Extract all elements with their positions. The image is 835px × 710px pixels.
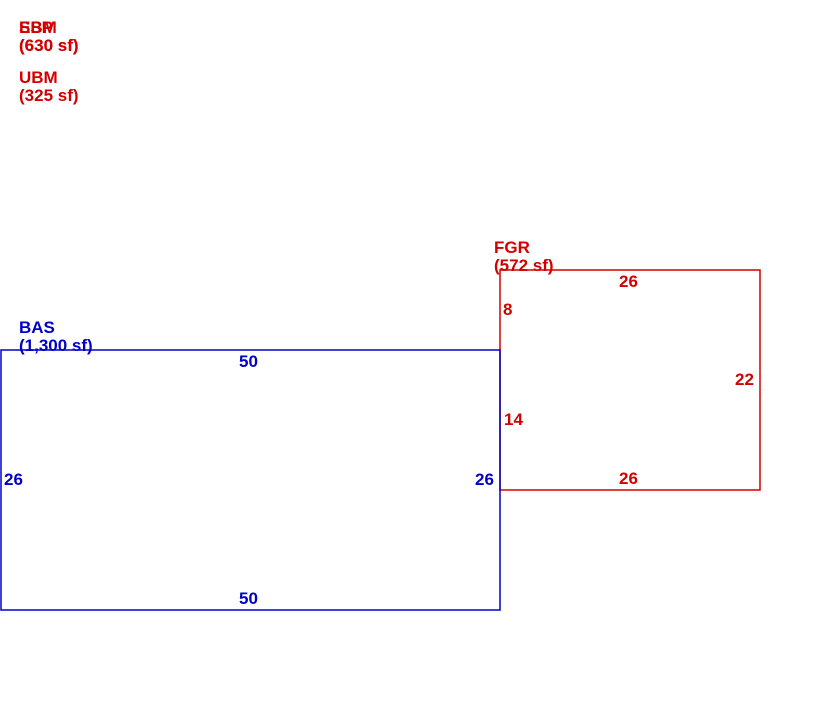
ebm-code: EBM	[19, 18, 57, 37]
fgr-label: FGR (572 sf)	[494, 239, 554, 275]
bas-code: BAS	[19, 318, 55, 337]
fgr-dim-top: 26	[619, 272, 638, 291]
ssp-area: (630 sf)	[19, 36, 79, 55]
bas-outline	[0, 349, 501, 611]
bas-dim-bottom: 50	[239, 589, 258, 608]
fgr-outline	[499, 269, 761, 491]
bas-label: BAS (1,300 sf)	[19, 319, 93, 355]
ebm-label: EBM (630 sf)	[19, 19, 79, 55]
ubm-area: (325 sf)	[19, 86, 79, 105]
ubm-label: UBM (325 sf)	[19, 69, 79, 105]
bas-dim-left: 26	[4, 470, 23, 489]
ebm-area: (630 sf)	[19, 36, 79, 55]
bas-area: (1,300 sf)	[19, 336, 93, 355]
fgr-dim-left-lower: 14	[504, 410, 523, 429]
ubm-code: UBM	[19, 68, 58, 87]
bas-dim-top: 50	[239, 352, 258, 371]
bas-dim-right: 26	[475, 470, 494, 489]
fgr-code: FGR	[494, 238, 530, 257]
ssp-label: SSP (630 sf)	[19, 19, 79, 55]
fgr-dim-bottom: 26	[619, 469, 638, 488]
ssp-code: SSP	[19, 18, 54, 37]
fgr-dim-right: 22	[735, 370, 754, 389]
fgr-dim-left-upper: 8	[503, 300, 513, 319]
fgr-area: (572 sf)	[494, 256, 554, 275]
